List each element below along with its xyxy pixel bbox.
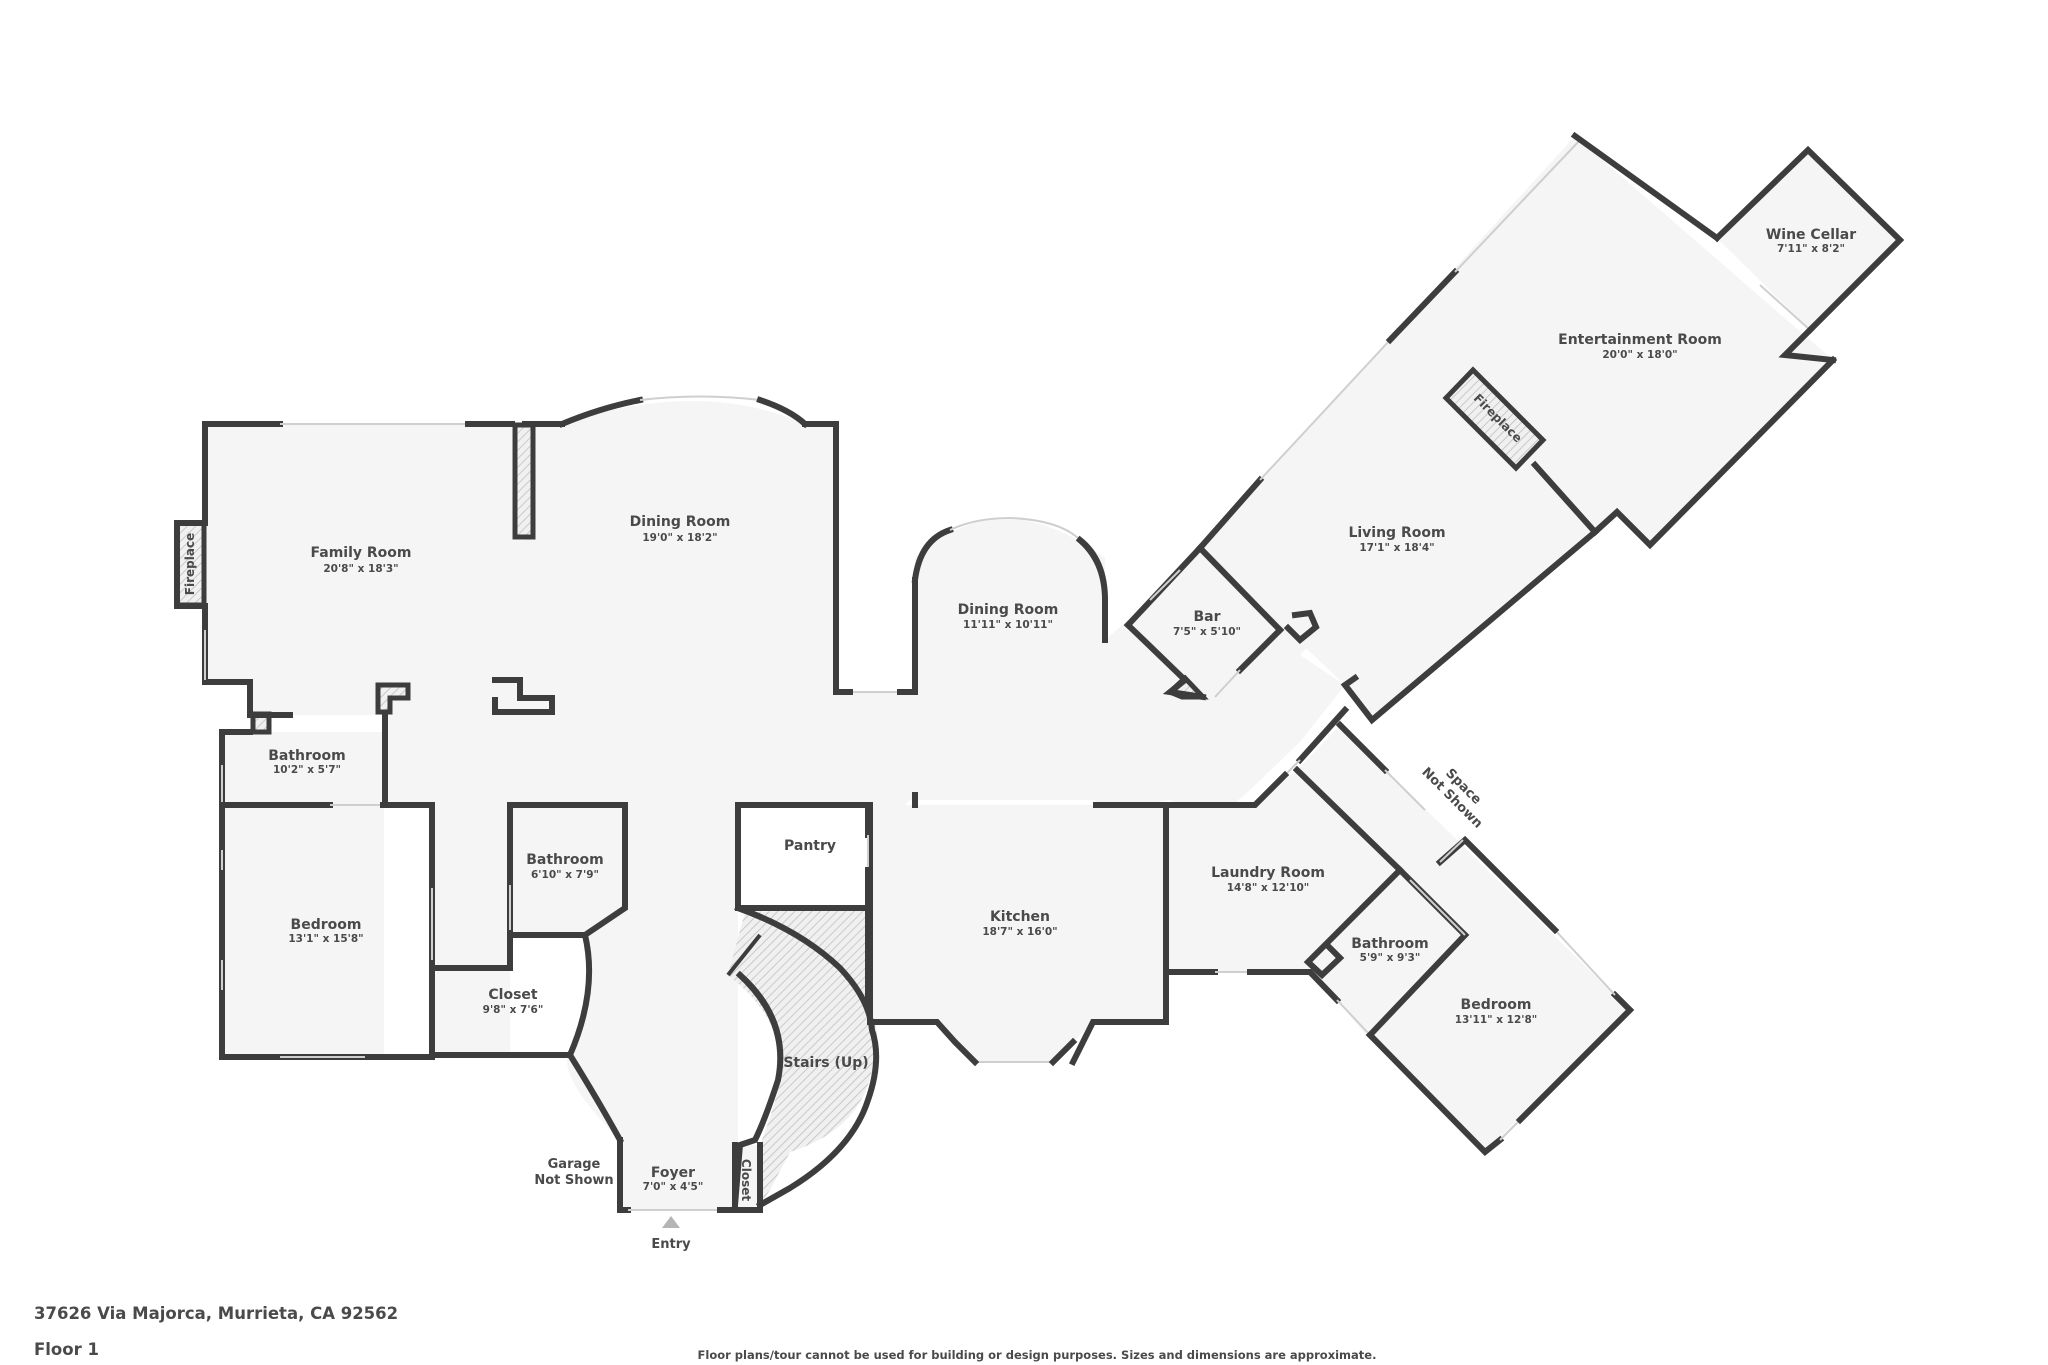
room-name: Entertainment Room — [1558, 332, 1722, 348]
label-family-room: Family Room 20'8" x 18'3" — [311, 545, 412, 575]
label-living-room: Living Room 17'1" x 18'4" — [1348, 525, 1445, 554]
label-bar: Bar 7'5" x 5'10" — [1173, 609, 1241, 638]
label-entertainment-room: Entertainment Room 20'0" x 18'0" — [1558, 332, 1722, 361]
room-name: Bar — [1193, 609, 1220, 625]
room-name: Closet — [488, 987, 538, 1003]
room-name: Bathroom — [268, 748, 346, 764]
room-dims: 20'8" x 18'3" — [323, 563, 398, 575]
disclaimer-text: Floor plans/tour cannot be used for buil… — [697, 1348, 1377, 1362]
label-pantry: Pantry — [784, 838, 836, 854]
label-laundry-room: Laundry Room 14'8" x 12'10" — [1211, 865, 1325, 894]
label-dining-room-1: Dining Room 19'0" x 18'2" — [630, 514, 731, 544]
room-name: Wine Cellar — [1766, 227, 1856, 243]
label-dining-room-2: Dining Room 11'11" x 10'11" — [958, 602, 1059, 631]
column-chimney — [512, 422, 536, 540]
room-name: Pantry — [784, 838, 836, 854]
label-kitchen: Kitchen 18'7" x 16'0" — [982, 909, 1057, 938]
label-closet-2: Closet — [739, 1159, 753, 1201]
room-dims: 19'0" x 18'2" — [642, 532, 717, 544]
room-dims: 10'2" x 5'7" — [273, 764, 341, 776]
main-floor-area — [205, 401, 1345, 1210]
room-name: Dining Room — [958, 602, 1059, 618]
kitchen-floor — [870, 805, 1166, 1062]
room-dims: 17'1" x 18'4" — [1359, 542, 1434, 554]
stairs-area — [728, 908, 878, 1205]
west-rooms-floor — [222, 732, 384, 1057]
room-dims: 20'0" x 18'0" — [1602, 349, 1677, 361]
label-bedroom-2: Bedroom 13'11" x 12'8" — [1455, 997, 1538, 1026]
room-dims: 7'11" x 8'2" — [1777, 243, 1845, 255]
left-wing — [205, 401, 1345, 1210]
fireplace-right — [1442, 366, 1547, 472]
room-dims: 13'11" x 12'8" — [1455, 1014, 1538, 1026]
room-dims: 5'9" x 9'3" — [1360, 952, 1421, 964]
room-name: Bathroom — [1351, 936, 1429, 952]
room-name: Foyer — [651, 1165, 695, 1181]
room-dims: 9'8" x 7'6" — [483, 1004, 544, 1016]
room-name: Bathroom — [526, 852, 604, 868]
entry-label: Entry — [651, 1237, 691, 1252]
room-dims: 13'1" x 15'8" — [288, 933, 363, 945]
room-name: Stairs (Up) — [783, 1055, 868, 1071]
room-dims: 7'5" x 5'10" — [1173, 626, 1241, 638]
floor-label: Floor 1 — [34, 1340, 99, 1359]
label-bedroom-1: Bedroom 13'1" x 15'8" — [288, 917, 363, 945]
room-dims: 18'7" x 16'0" — [982, 926, 1057, 938]
label-stairs: Stairs (Up) — [783, 1055, 868, 1071]
room-name: Bedroom — [291, 917, 362, 933]
laundry-bedroom-floor — [1166, 725, 1630, 1152]
fireplace-label-left: Fireplace — [183, 533, 197, 595]
room-dims: 11'11" x 10'11" — [963, 619, 1053, 631]
room-dims: 7'0" x 4'5" — [643, 1181, 704, 1193]
garage-note-line1: Garage — [548, 1157, 601, 1172]
property-address: 37626 Via Majorca, Murrieta, CA 92562 — [34, 1304, 399, 1323]
room-name: Laundry Room — [1211, 865, 1325, 881]
label-bathroom-2: Bathroom 6'10" x 7'9" — [526, 852, 604, 881]
room-name: Dining Room — [630, 514, 731, 530]
disclaimer: Floor plans/tour cannot be used for buil… — [0, 1348, 2048, 1362]
room-dims: 14'8" x 12'10" — [1227, 882, 1310, 894]
label-closet-1: Closet 9'8" x 7'6" — [483, 987, 544, 1016]
room-name: Living Room — [1348, 525, 1445, 541]
label-bathroom-3: Bathroom 5'9" x 9'3" — [1351, 936, 1429, 964]
room-name: Family Room — [311, 545, 412, 561]
label-foyer: Foyer 7'0" x 4'5" — [643, 1165, 704, 1193]
garage-note-line2: Not Shown — [534, 1173, 613, 1188]
room-name: Kitchen — [990, 909, 1050, 925]
room-name: Bedroom — [1461, 997, 1532, 1013]
walls — [174, 131, 1905, 1213]
entry-arrow-icon — [662, 1216, 680, 1228]
room-dims: 6'10" x 7'9" — [531, 869, 599, 881]
room-labels: Family Room 20'8" x 18'3" Dining Room 19… — [183, 227, 1856, 1252]
room-name: Closet — [739, 1159, 753, 1201]
wall-stub-hatch-2 — [375, 682, 411, 715]
label-wine-cellar: Wine Cellar 7'11" x 8'2" — [1766, 227, 1856, 255]
label-bathroom-1: Bathroom 10'2" x 5'7" — [268, 748, 346, 776]
